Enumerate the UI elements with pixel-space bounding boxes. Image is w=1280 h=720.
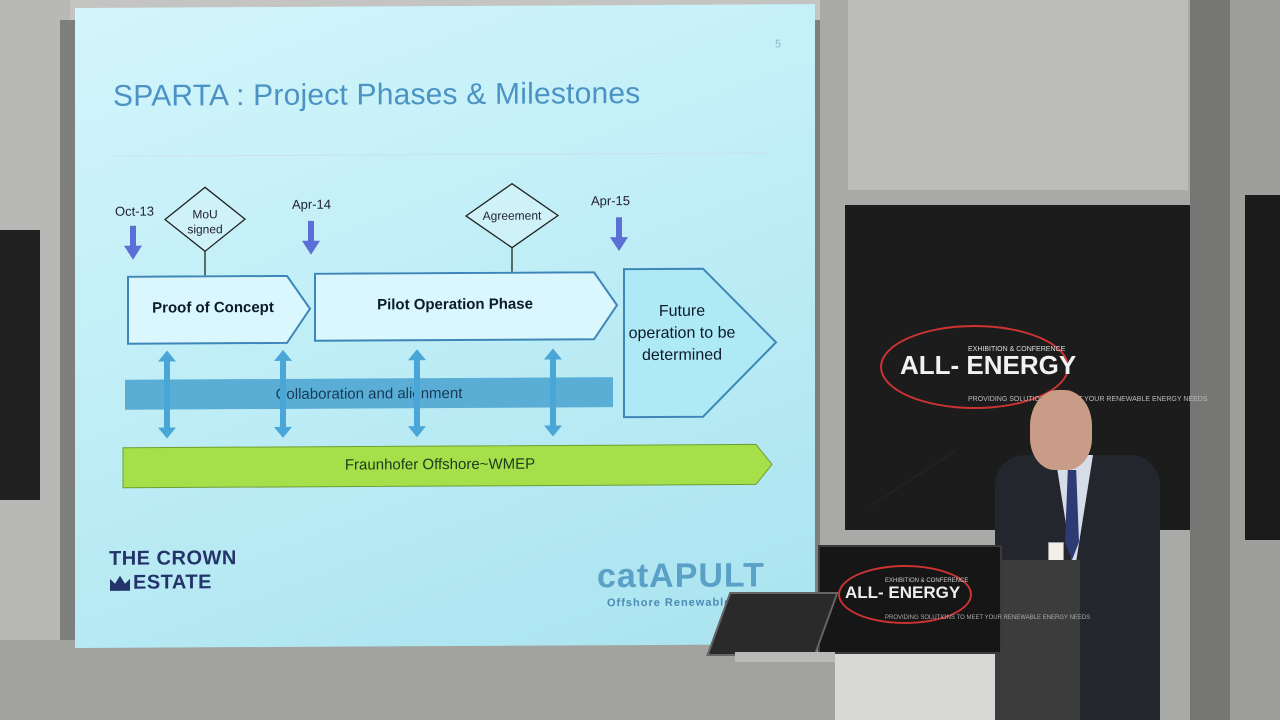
slide-page-number: 5 — [775, 38, 782, 51]
phase-future-arrow-shape — [623, 267, 778, 419]
date-apr-15: Apr-15 — [591, 193, 631, 209]
phase-arrow-shape — [127, 274, 312, 345]
milestone-agreement-label: Agreement — [482, 208, 542, 223]
presenter-tie — [1065, 470, 1079, 560]
milestone-diamond-mou — [163, 186, 247, 276]
double-arrow-icon — [544, 348, 562, 437]
podium-side — [995, 560, 1080, 720]
crown-icon — [110, 575, 130, 591]
phase-future-operation: Future operation to be determined — [628, 302, 736, 365]
date-apr-14: Apr-14 — [292, 196, 332, 212]
double-arrow-icon — [158, 350, 176, 439]
title-divider — [113, 152, 768, 157]
floor — [0, 640, 840, 720]
date-oct-13: Oct-13 — [115, 203, 155, 219]
phase-pilot-operation: Pilot Operation Phase — [377, 295, 533, 314]
double-arrow-icon — [408, 349, 426, 438]
crown-estate-logo-line2: ESTATE — [133, 571, 212, 594]
program-label: Fraunhofer Offshore~WMEP — [344, 455, 536, 474]
banner-brand: ALL- ENERGY — [900, 350, 1077, 380]
laptop-screen — [706, 592, 839, 656]
podium-tagline: PROVIDING SOLUTIONS TO MEET YOUR RENEWAB… — [885, 615, 1091, 621]
banner-logo-ring — [880, 325, 1069, 409]
pillar — [1190, 0, 1230, 720]
down-arrow-icon — [124, 225, 142, 260]
podium-subtitle: EXHIBITION & CONFERENCE — [885, 578, 969, 584]
banner-tagline: PROVIDING SOLUTIONS TO MEET YOUR RENEWAB… — [968, 396, 1208, 403]
phase-proof-of-concept: Proof of Concept — [152, 298, 274, 317]
projected-slide: 5 SPARTA : Project Phases & Milestones O… — [75, 4, 815, 649]
milestone-diamond-agreement — [464, 182, 560, 272]
crown-estate-logo-line1: THE CROWN — [109, 547, 237, 570]
down-arrow-icon — [302, 220, 320, 255]
double-arrow-icon — [274, 349, 292, 438]
collaboration-band: Collaboration and alignment — [125, 377, 613, 410]
right-wall-panel — [848, 0, 1188, 190]
down-arrow-icon — [610, 217, 628, 252]
presenter-head — [1030, 390, 1092, 470]
laptop-base — [735, 652, 835, 662]
milestone-mou-label: MoU signed — [187, 207, 223, 237]
phase-arrow-shape — [314, 271, 619, 342]
banner-subtitle: EXHIBITION & CONFERENCE — [968, 346, 1066, 353]
slide-title: SPARTA : Project Phases & Milestones — [113, 77, 641, 113]
right-dark-panel — [1245, 195, 1280, 540]
catapult-logo: catAPULT — [597, 556, 765, 596]
podium-logo-ring — [838, 565, 972, 624]
program-bar-shape — [122, 443, 773, 489]
left-dark-panel — [0, 230, 40, 500]
podium-brand: ALL- ENERGY — [845, 583, 961, 602]
